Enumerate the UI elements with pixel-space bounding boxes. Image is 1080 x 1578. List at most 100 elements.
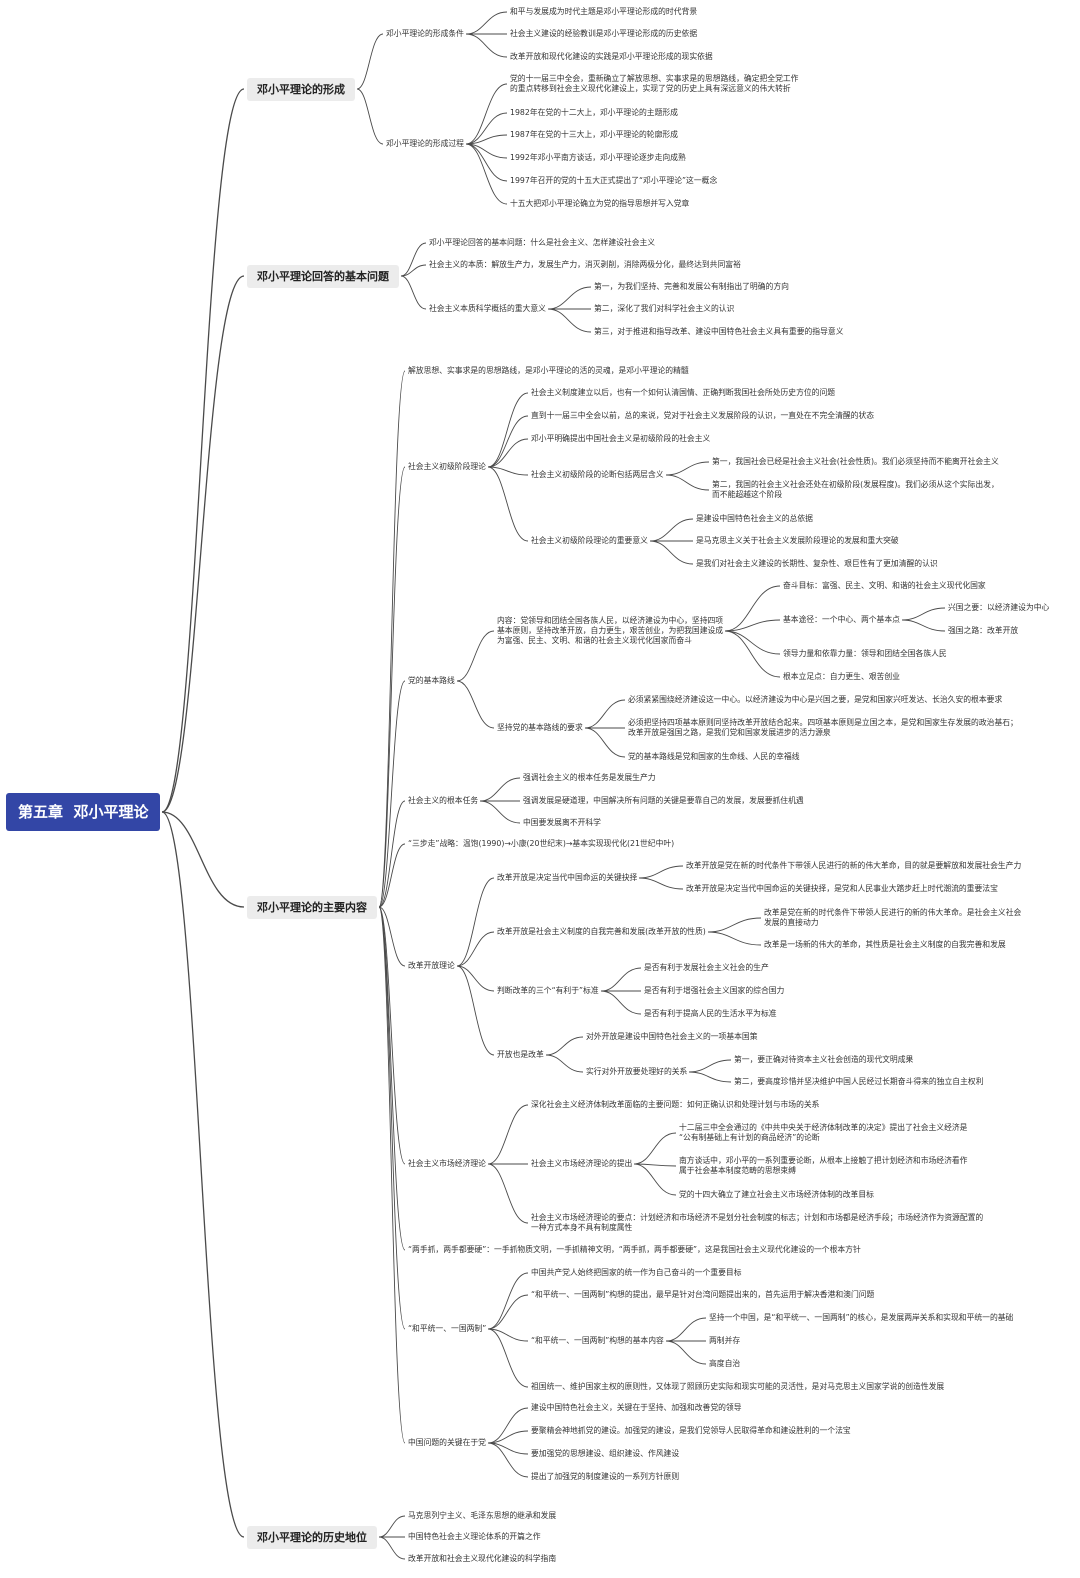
node-root-0-0[interactable]: 邓小平理论的形成条件 [386, 29, 464, 38]
node-root-2-5-3[interactable]: 开放也是改革 [497, 1050, 544, 1059]
node-root-0-1-3[interactable]: 1992年邓小平南方谈话，邓小平理论逐步走向成熟 [510, 153, 686, 162]
node-root-0-1-5[interactable]: 十五大把邓小平理论确立为党的指导思想并写入党章 [510, 199, 690, 208]
node-root-2-5-0-1[interactable]: 改革开放是决定当代中国命运的关键抉择，是党和人民事业大踏步赶上时代潮流的重要法宝 [686, 884, 998, 893]
node-root-2-5-1-1[interactable]: 改革是一场新的伟大的革命，其性质是社会主义制度的自我完善和发展 [764, 940, 1006, 949]
node-root-2-1-4-1[interactable]: 是马克思主义关于社会主义发展阶段理论的发展和重大突破 [696, 536, 899, 545]
link-root-2-8-2-2 [665, 1340, 707, 1365]
main-branch-2[interactable]: 邓小平理论的主要内容 [247, 895, 377, 919]
node-root-2-3-1[interactable]: 强调发展是硬道理，中国解决所有问题的关键是要靠自己的发展，发展要抓住机遇 [523, 796, 804, 805]
node-root-2-9-3[interactable]: 提出了加强党的制度建设的一系列方针原则 [531, 1472, 680, 1481]
node-root-2-9[interactable]: 中国问题的关键在于党 [408, 1438, 486, 1447]
node-root-2-1-4[interactable]: 社会主义初级阶段理论的重要意义 [531, 536, 648, 545]
node-root-2-2-0-2[interactable]: 领导力量和依靠力量：领导和团结全国各族人民 [783, 649, 947, 658]
node-root-2-2[interactable]: 党的基本路线 [408, 676, 455, 685]
node-root-2-2-0-1[interactable]: 基本途径：一个中心、两个基本点 [783, 615, 900, 624]
node-root-2-8-2-0[interactable]: 坚持一个中国，是“和平统一、一国两制”的核心，是发展两岸关系和实现和平统一的基础 [709, 1313, 1014, 1322]
node-root-2-8-0[interactable]: 中国共产党人始终把国家的统一作为自己奋斗的一个重要目标 [531, 1268, 742, 1277]
node-root-2-6-1-0[interactable]: 十二届三中全会通过的《中共中央关于经济体制改革的决定》提出了社会主义经济是 “公… [679, 1123, 968, 1142]
node-root-2-2-1[interactable]: 坚持党的基本路线的要求 [497, 723, 583, 732]
node-root-2-5-2[interactable]: 判断改革的三个“有利于”标准 [497, 986, 599, 995]
node-root-0-0-1[interactable]: 社会主义建设的经验教训是邓小平理论形成的历史依据 [510, 29, 698, 38]
node-root-2-8[interactable]: “和平统一、一国两制” [408, 1324, 487, 1333]
node-root-2-2-1-0[interactable]: 必须紧紧围绕经济建设这一中心。以经济建设为中心是兴国之要，是党和国家兴旺发达、长… [628, 695, 1003, 704]
link-root-2-3-0 [479, 777, 521, 802]
node-root-2-1-2[interactable]: 邓小平明确提出中国社会主义是初级阶段的社会主义 [531, 434, 711, 443]
node-root-2-2-0-1-1[interactable]: 强国之路：改革开放 [948, 626, 1019, 635]
node-root-2-8-2-1[interactable]: 两制并存 [709, 1336, 741, 1345]
node-root-2-6-2[interactable]: 社会主义市场经济理论的要点：计划经济和市场经济不是划分社会制度的标志；计划和市场… [531, 1213, 984, 1232]
main-branch-0[interactable]: 邓小平理论的形成 [247, 77, 355, 101]
node-root-2-1-4-2[interactable]: 是我们对社会主义建设的长期性、复杂性、艰巨性有了更加清醒的认识 [696, 559, 938, 568]
node-root-2-2-1-1[interactable]: 必须把坚持四项基本原则同坚持改革开放结合起来。四项基本原则是立国之本，是党和国家… [628, 718, 1018, 737]
node-root-2-2-0-1-0[interactable]: 兴国之要：以经济建设为中心 [948, 603, 1050, 612]
node-root-2-5-3-1[interactable]: 实行对外开放要处理好的关系 [586, 1067, 688, 1076]
node-root-2-5-1-0[interactable]: 改革是党在新的时代条件下带领人民进行的新的伟大革命。是社会主义社会 发展的直接动… [764, 908, 1022, 927]
link-root-1-2 [400, 275, 427, 310]
node-root-0-0-2[interactable]: 改革开放和现代化建设的实践是邓小平理论形成的现实依据 [510, 52, 713, 61]
root-topic[interactable]: 第五章 邓小平理论 [6, 793, 161, 831]
node-root-2-2-1-2[interactable]: 党的基本路线是党和国家的生命线、人民的幸福线 [628, 752, 800, 761]
node-root-1-2-1[interactable]: 第二，深化了我们对科学社会主义的认识 [594, 304, 735, 313]
node-root-1-0[interactable]: 邓小平理论回答的基本问题：什么是社会主义、怎样建设社会主义 [429, 238, 656, 247]
node-root-0-1-2[interactable]: 1987年在党的十三大上，邓小平理论的轮廓形成 [510, 130, 678, 139]
link-root-2-3 [378, 800, 406, 908]
node-root-2-8-1[interactable]: “和平统一、一国两制”构想的提出，最早是针对台湾问题提出来的，首先运用于解决香港… [531, 1290, 875, 1299]
node-root-2-5-2-2[interactable]: 是否有利于提高人民的生活水平为标准 [644, 1009, 777, 1018]
node-root-2-5-0[interactable]: 改革开放是决定当代中国命运的关键抉择 [497, 873, 638, 882]
node-root-2-1-1[interactable]: 直到十一届三中全会以前，总的来说，党对于社会主义发展阶段的认识，一直处在不完全清… [531, 411, 875, 420]
node-root-2-2-0[interactable]: 内容：党领导和团结全国各族人民，以经济建设为中心，坚持四项 基本原则，坚持改革开… [497, 616, 724, 645]
node-root-2-3-0[interactable]: 强调社会主义的根本任务是发展生产力 [523, 773, 656, 782]
node-root-2-1-3-0[interactable]: 第一，我国社会已经是社会主义社会(社会性质)。我们必须坚持而不能离开社会主义 [712, 457, 999, 466]
node-root-2-2-0-3[interactable]: 根本立足点：自力更生、艰苦创业 [783, 672, 900, 681]
node-root-1-2-2[interactable]: 第三，对于推进和指导改革、建设中国特色社会主义具有重要的指导意义 [594, 327, 844, 336]
node-root-2-1-3[interactable]: 社会主义初级阶段的论断包括两层含义 [531, 470, 664, 479]
node-root-2-5-3-0[interactable]: 对外开放是建设中国特色社会主义的一项基本国策 [586, 1032, 758, 1041]
node-root-2-5-1[interactable]: 改革开放是社会主义制度的自我完善和发展(改革开放的性质) [497, 927, 706, 936]
node-root-2-6-1-2[interactable]: 党的十四大确立了建立社会主义市场经济体制的改革目标 [679, 1190, 874, 1199]
node-root-2-1-0[interactable]: 社会主义制度建立以后，也有一个如何认清国情、正确判断我国社会所处历史方位的问题 [531, 388, 836, 397]
node-root-2-4[interactable]: “三步走”战略：温饱(1990)→小康(20世纪末)→基本实现现代化(21世纪中… [408, 839, 675, 848]
node-root-2-8-3[interactable]: 祖国统一、维护国家主权的原则性，又体现了照顾历史实际和现实可能的灵活性，是对马克… [531, 1382, 945, 1391]
node-root-2-0[interactable]: 解放思想、实事求是的思想路线，是邓小平理论的活的灵魂，是邓小平理论的精髓 [408, 366, 689, 375]
node-root-2-9-1[interactable]: 要聚精会神地抓党的建设。加强党的建设，是我们党领导人民取得革命和建设胜利的一个法… [531, 1426, 851, 1435]
node-root-2-3[interactable]: 社会主义的根本任务 [408, 796, 479, 805]
main-branch-1[interactable]: 邓小平理论回答的基本问题 [247, 264, 399, 288]
node-root-0-1[interactable]: 邓小平理论的形成过程 [386, 139, 464, 148]
link-root-2-5-3 [456, 965, 495, 1056]
node-root-0-1-1[interactable]: 1982年在党的十二大上，邓小平理论的主题形成 [510, 108, 678, 117]
node-root-2-6-1-1[interactable]: 南方谈话中，邓小平的一系列重要论断，从根本上接触了把计划经济和市场经济看作 属于… [679, 1156, 968, 1175]
node-root-2-8-2-2[interactable]: 高度自治 [709, 1359, 741, 1368]
node-root-2-5-3-1-0[interactable]: 第一，要正确对待资本主义社会创造的现代文明成果 [734, 1055, 914, 1064]
link-root-2-8-2-0 [665, 1317, 707, 1342]
node-root-0-1-4[interactable]: 1997年召开的党的十五大正式提出了“邓小平理论”这一概念 [510, 176, 718, 185]
node-root-2-5[interactable]: 改革开放理论 [408, 961, 455, 970]
node-root-2-5-0-0[interactable]: 改革开放是党在新的时代条件下带领人民进行的新的伟大革命，目的就是要解放和发展社会… [686, 861, 1022, 870]
node-root-2-5-2-1[interactable]: 是否有利于增强社会主义国家的综合国力 [644, 986, 785, 995]
node-root-3-0[interactable]: 马克思列宁主义、毛泽东思想的继承和发展 [408, 1511, 557, 1520]
node-root-1-2[interactable]: 社会主义本质科学概括的重大意义 [429, 304, 546, 313]
main-branch-3[interactable]: 邓小平理论的历史地位 [247, 1525, 377, 1549]
node-root-2-9-0[interactable]: 建设中国特色社会主义，关键在于坚持、加强和改善党的领导 [531, 1403, 742, 1412]
node-root-2-1-3-1[interactable]: 第二，我国的社会主义社会还处在初级阶段(发展程度)。我们必须从这个实际出发， 而… [712, 480, 999, 499]
node-root-2-9-2[interactable]: 要加强党的思想建设、组织建设、作风建设 [531, 1449, 680, 1458]
node-root-2-1-4-0[interactable]: 是建设中国特色社会主义的总依据 [696, 514, 813, 523]
link-root-2-8-3 [487, 1328, 529, 1388]
node-root-2-1[interactable]: 社会主义初级阶段理论 [408, 462, 486, 471]
node-root-0-1-0[interactable]: 党的十一届三中全会，重新确立了解放思想、实事求是的思想路线，确定把全党工作 的重… [510, 74, 799, 93]
node-root-2-3-2[interactable]: 中国要发展离不开科学 [523, 818, 601, 827]
node-root-1-1[interactable]: 社会主义的本质：解放生产力，发展生产力，消灭剥削，消除两极分化，最终达到共同富裕 [429, 260, 741, 269]
link-root-0-0 [356, 33, 384, 90]
node-root-1-2-0[interactable]: 第一，为我们坚持、完善和发展公有制指出了明确的方向 [594, 282, 789, 291]
node-root-2-6-1[interactable]: 社会主义市场经济理论的提出 [531, 1159, 633, 1168]
node-root-2-8-2[interactable]: “和平统一、一国两制”构想的基本内容 [531, 1336, 664, 1345]
node-root-3-2[interactable]: 改革开放和社会主义现代化建设的科学指南 [408, 1554, 557, 1563]
link-root-2-2-1-0 [584, 699, 626, 729]
node-root-2-5-2-0[interactable]: 是否有利于发展社会主义社会的生产 [644, 963, 769, 972]
node-root-2-5-3-1-1[interactable]: 第二，要高度珍惜并坚决维护中国人民经过长期奋斗得来的独立自主权利 [734, 1077, 984, 1086]
node-root-2-2-0-0[interactable]: 奋斗目标：富强、民主、文明、和谐的社会主义现代化国家 [783, 581, 986, 590]
node-root-2-6-0[interactable]: 深化社会主义经济体制改革面临的主要问题：如何正确认识和处理计划与市场的关系 [531, 1100, 820, 1109]
node-root-3-1[interactable]: 中国特色社会主义理论体系的开篇之作 [408, 1532, 541, 1541]
node-root-0-0-0[interactable]: 和平与发展成为时代主题是邓小平理论形成的时代背景 [510, 7, 698, 16]
node-root-2-6[interactable]: 社会主义市场经济理论 [408, 1159, 486, 1168]
node-root-2-7[interactable]: “两手抓，两手都要硬”：一手抓物质文明，一手抓精神文明，“两手抓，两手都要硬”，… [408, 1245, 861, 1254]
